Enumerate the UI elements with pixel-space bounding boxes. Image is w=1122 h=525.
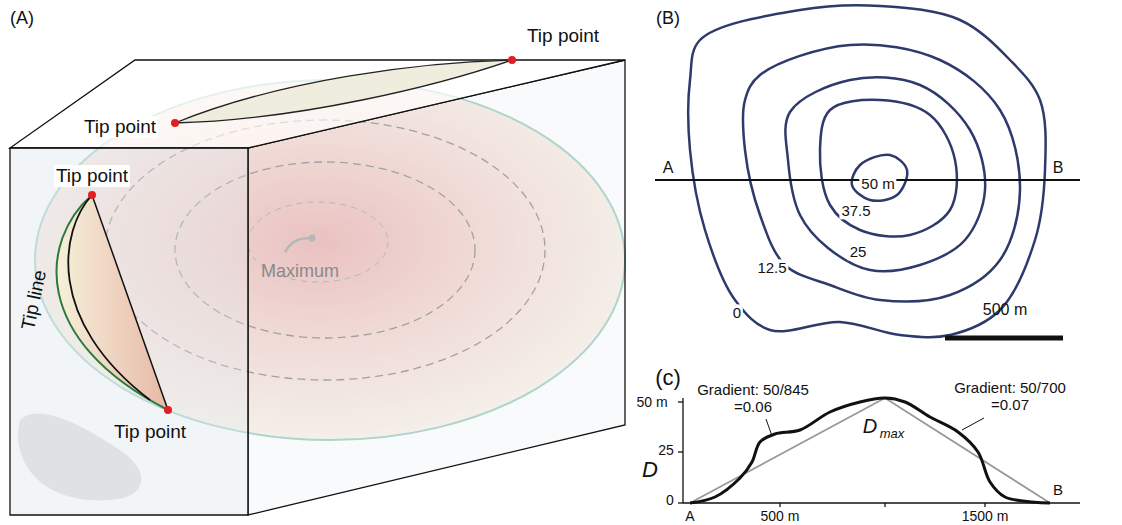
box-top-face: [10, 60, 625, 148]
box-front-face: [10, 148, 248, 515]
tip-points: [88, 56, 516, 414]
panel-letter: (c): [655, 365, 681, 390]
contour-value: 12.5: [755, 259, 788, 276]
dmax-subscript: max: [880, 427, 905, 442]
contour-line: [743, 44, 1020, 301]
scale-bar: [945, 336, 1063, 341]
contour-value: 37.5: [839, 202, 872, 219]
axis-end: A: [685, 508, 694, 524]
leader-line: [962, 418, 984, 430]
panel-letter: (A): [10, 8, 34, 29]
leader-line: [766, 419, 772, 436]
maximum-label: Maximum: [261, 261, 339, 282]
tip-point-label: Tip point: [525, 25, 601, 47]
contour-map: [688, 5, 1045, 337]
trace-line: [92, 195, 168, 410]
axis-title: D: [642, 457, 658, 482]
contour-line: [688, 5, 1045, 337]
scale-label: 500 m: [983, 301, 1027, 319]
tip-point-label: Tip point: [54, 165, 130, 187]
axis-tick: 1500 m: [962, 508, 1009, 524]
section-end: B: [1053, 159, 1064, 177]
axis-end: B: [1053, 481, 1063, 498]
top-trace: [175, 60, 512, 123]
tip-point-label: Tip point: [82, 116, 158, 138]
section-end: A: [663, 159, 674, 177]
axis-tick: 50 m: [636, 394, 667, 410]
contour-value: 0: [731, 304, 743, 321]
tip-point-label: Tip point: [114, 421, 186, 443]
contour-value: 25: [848, 243, 869, 260]
contour-line: [852, 155, 908, 201]
contour-value: 50 m: [859, 175, 896, 192]
trace-curve: [68, 195, 150, 400]
axis-tick: 25: [658, 442, 674, 458]
gradient-note: Gradient: 50/700 =0.07: [944, 379, 1076, 414]
panel-letter: (B): [656, 8, 680, 29]
dmax-label: D: [863, 415, 877, 438]
contour-line: [820, 100, 957, 237]
tip-line: [57, 195, 168, 410]
contour-line: [785, 77, 985, 271]
axis-tick: 500 m: [761, 508, 800, 524]
gradient-note: Gradient: 50/845 =0.06: [687, 381, 819, 416]
front-trace: [57, 195, 168, 410]
axis-tick: 0: [666, 492, 674, 508]
